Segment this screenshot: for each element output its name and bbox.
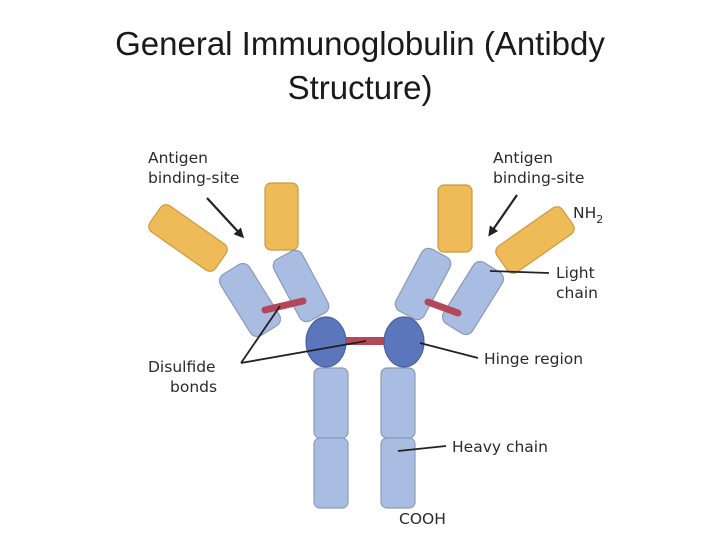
label-disulfide-1: Disulfide	[148, 358, 216, 376]
right-disulfide-bond	[424, 298, 462, 317]
light-chain-pointer	[489, 270, 550, 274]
left-light-chain-constant	[218, 262, 282, 338]
label-hinge: Hinge region	[484, 350, 583, 368]
right-light-chain-variable	[495, 206, 575, 274]
label-antigen-right-1: Antigen	[493, 149, 553, 167]
right-antigen-arrow	[488, 194, 518, 237]
left-heavy-chain-constant	[272, 249, 330, 323]
label-antigen-left-2: binding-site	[148, 169, 239, 187]
heavy-chain-stem	[313, 367, 416, 509]
title-line-1: General Immunoglobulin (Antibdy	[115, 25, 605, 62]
label-light-1: Light	[556, 264, 595, 282]
left-hinge-region	[305, 316, 347, 368]
label-antigen-right-2: binding-site	[493, 169, 584, 187]
right-hinge-region	[383, 316, 425, 368]
disulfide-pointer-1	[240, 305, 281, 364]
label-cooh: COOH	[399, 510, 446, 528]
label-disulfide-2: bonds	[170, 378, 217, 396]
right-heavy-chain-constant	[394, 247, 452, 321]
right-heavy-chain-variable	[437, 184, 473, 253]
heavy-chain-pointer	[397, 445, 447, 452]
hinge-pointer	[419, 342, 479, 359]
title-line-2: Structure)	[287, 69, 433, 106]
label-nh2: NH2	[573, 204, 603, 226]
left-heavy-chain-variable	[264, 182, 299, 251]
left-light-chain-variable	[148, 204, 228, 272]
label-heavy: Heavy chain	[452, 438, 548, 456]
left-disulfide-bond	[261, 297, 307, 314]
label-antigen-left-1: Antigen	[148, 149, 208, 167]
label-light-2: chain	[556, 284, 598, 302]
page-title: General Immunoglobulin (Antibdy Structur…	[0, 22, 720, 110]
left-antigen-arrow	[206, 197, 245, 239]
disulfide-pointer-2	[240, 340, 367, 364]
